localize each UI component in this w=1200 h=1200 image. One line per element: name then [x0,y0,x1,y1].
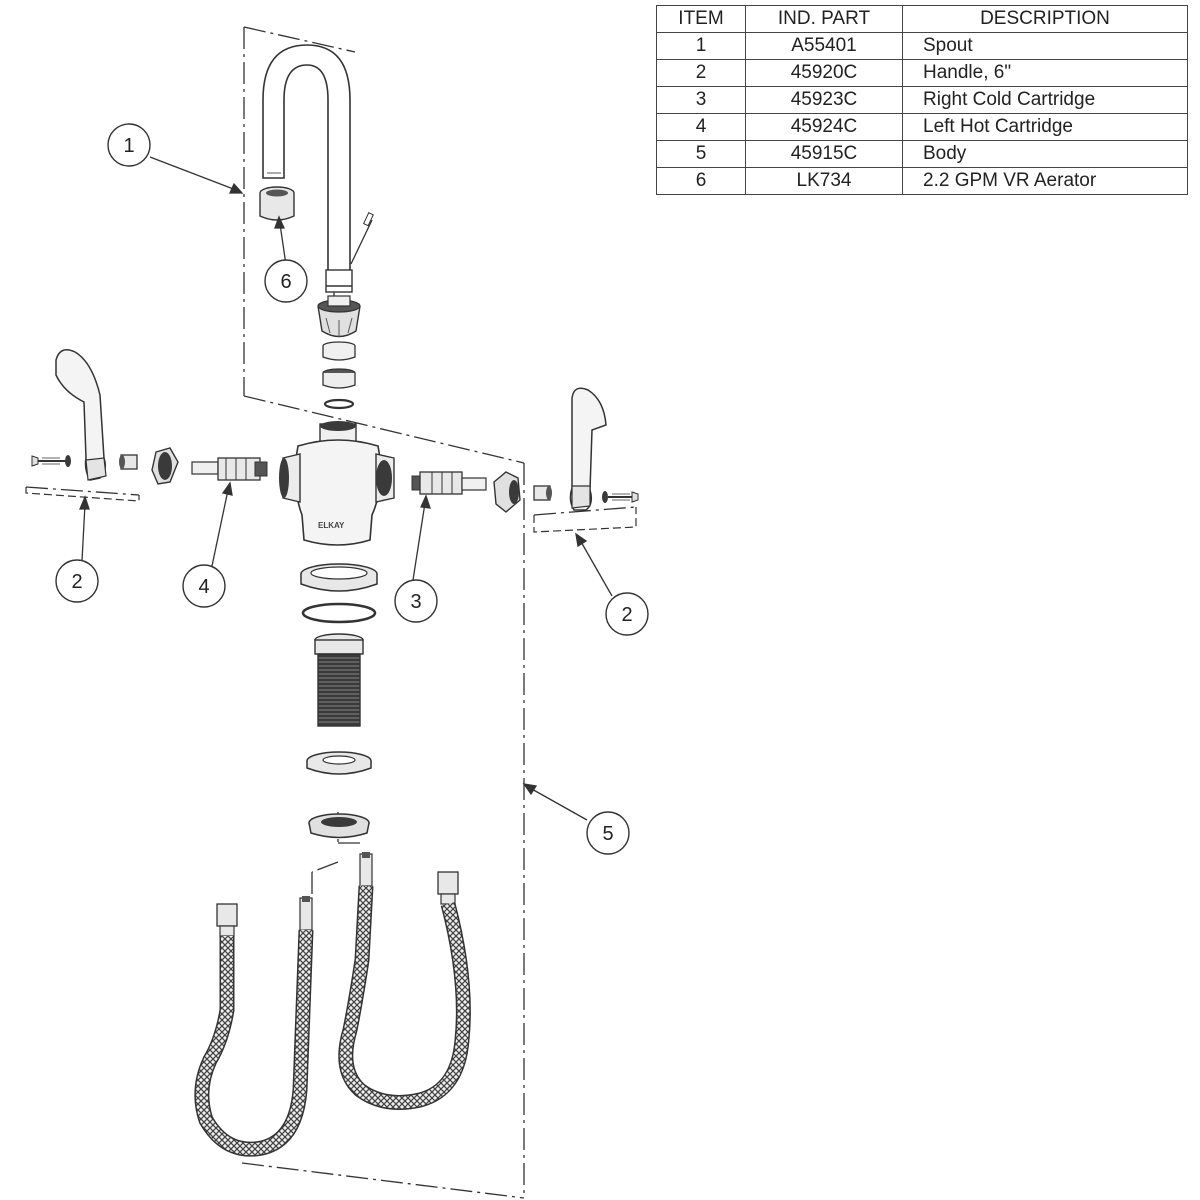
spout-nut-stack [317,295,361,410]
right-handle [533,387,639,511]
header-ind-part: IND. PART [745,5,903,33]
row-description: Spout [902,32,1188,60]
callout-1: 1 [107,123,151,167]
svg-text:2: 2 [71,571,82,593]
row-item: 3 [656,86,746,114]
svg-text:1: 1 [123,135,134,157]
callout-3: 3 [394,579,438,623]
table-row: 6 LK734 2.2 GPM VR Aerator [656,167,1188,195]
hot-cartridge [191,457,268,481]
row-part: 45924C [745,113,903,141]
header-description: DESCRIPTION [902,5,1188,33]
row-description: Right Cold Cartridge [902,86,1188,114]
row-part: 45915C [745,140,903,168]
table-row: 3 45923C Right Cold Cartridge [656,86,1188,114]
mounting-nut [308,813,370,839]
table-row: 1 A55401 Spout [656,32,1188,60]
header-item: ITEM [656,5,746,33]
left-handle [31,349,138,481]
callout-2-right: 2 [605,592,649,636]
left-escutcheon [151,447,179,485]
callout-5: 5 [586,811,630,855]
row-description: 2.2 GPM VR Aerator [902,167,1188,195]
svg-text:2: 2 [621,604,632,626]
shank-washer [306,751,372,775]
aerator [259,186,295,221]
cold-cartridge [411,471,487,495]
row-item: 6 [656,167,746,195]
svg-text:4: 4 [198,576,209,598]
callout-2-left: 2 [55,559,99,603]
row-item: 5 [656,140,746,168]
supply-hose-right [338,852,471,1110]
right-escutcheon [493,471,521,513]
table-row: 2 45920C Handle, 6" [656,59,1188,87]
callout-4: 4 [182,564,226,608]
svg-text:6: 6 [280,271,291,293]
row-item: 2 [656,59,746,87]
table-row: 5 45915C Body [656,140,1188,168]
faucet-body: ELKAY [279,421,395,546]
callout-6: 6 [264,259,308,303]
frame-lines [25,26,637,1199]
row-part: 45920C [745,59,903,87]
svg-text:5: 5 [602,823,613,845]
supply-hose-left [194,896,314,1157]
mounting-gaskets [300,563,378,624]
row-description: Handle, 6" [902,59,1188,87]
row-description: Body [902,140,1188,168]
parts-table-header: ITEM IND. PART DESCRIPTION [656,5,1188,33]
leader-lines [79,156,613,821]
bracket-lines [25,487,637,533]
row-description: Left Hot Cartridge [902,113,1188,141]
shank [314,633,364,727]
row-item: 4 [656,113,746,141]
row-part: 45923C [745,86,903,114]
table-row: 4 45924C Left Hot Cartridge [656,113,1188,141]
row-part: LK734 [745,167,903,195]
svg-text:3: 3 [410,591,421,613]
parts-table: ITEM IND. PART DESCRIPTION 1 A55401 Spou… [656,5,1188,195]
row-item: 1 [656,32,746,60]
spout [262,44,374,293]
row-part: A55401 [745,32,903,60]
body-brand-text: ELKAY [318,521,345,530]
